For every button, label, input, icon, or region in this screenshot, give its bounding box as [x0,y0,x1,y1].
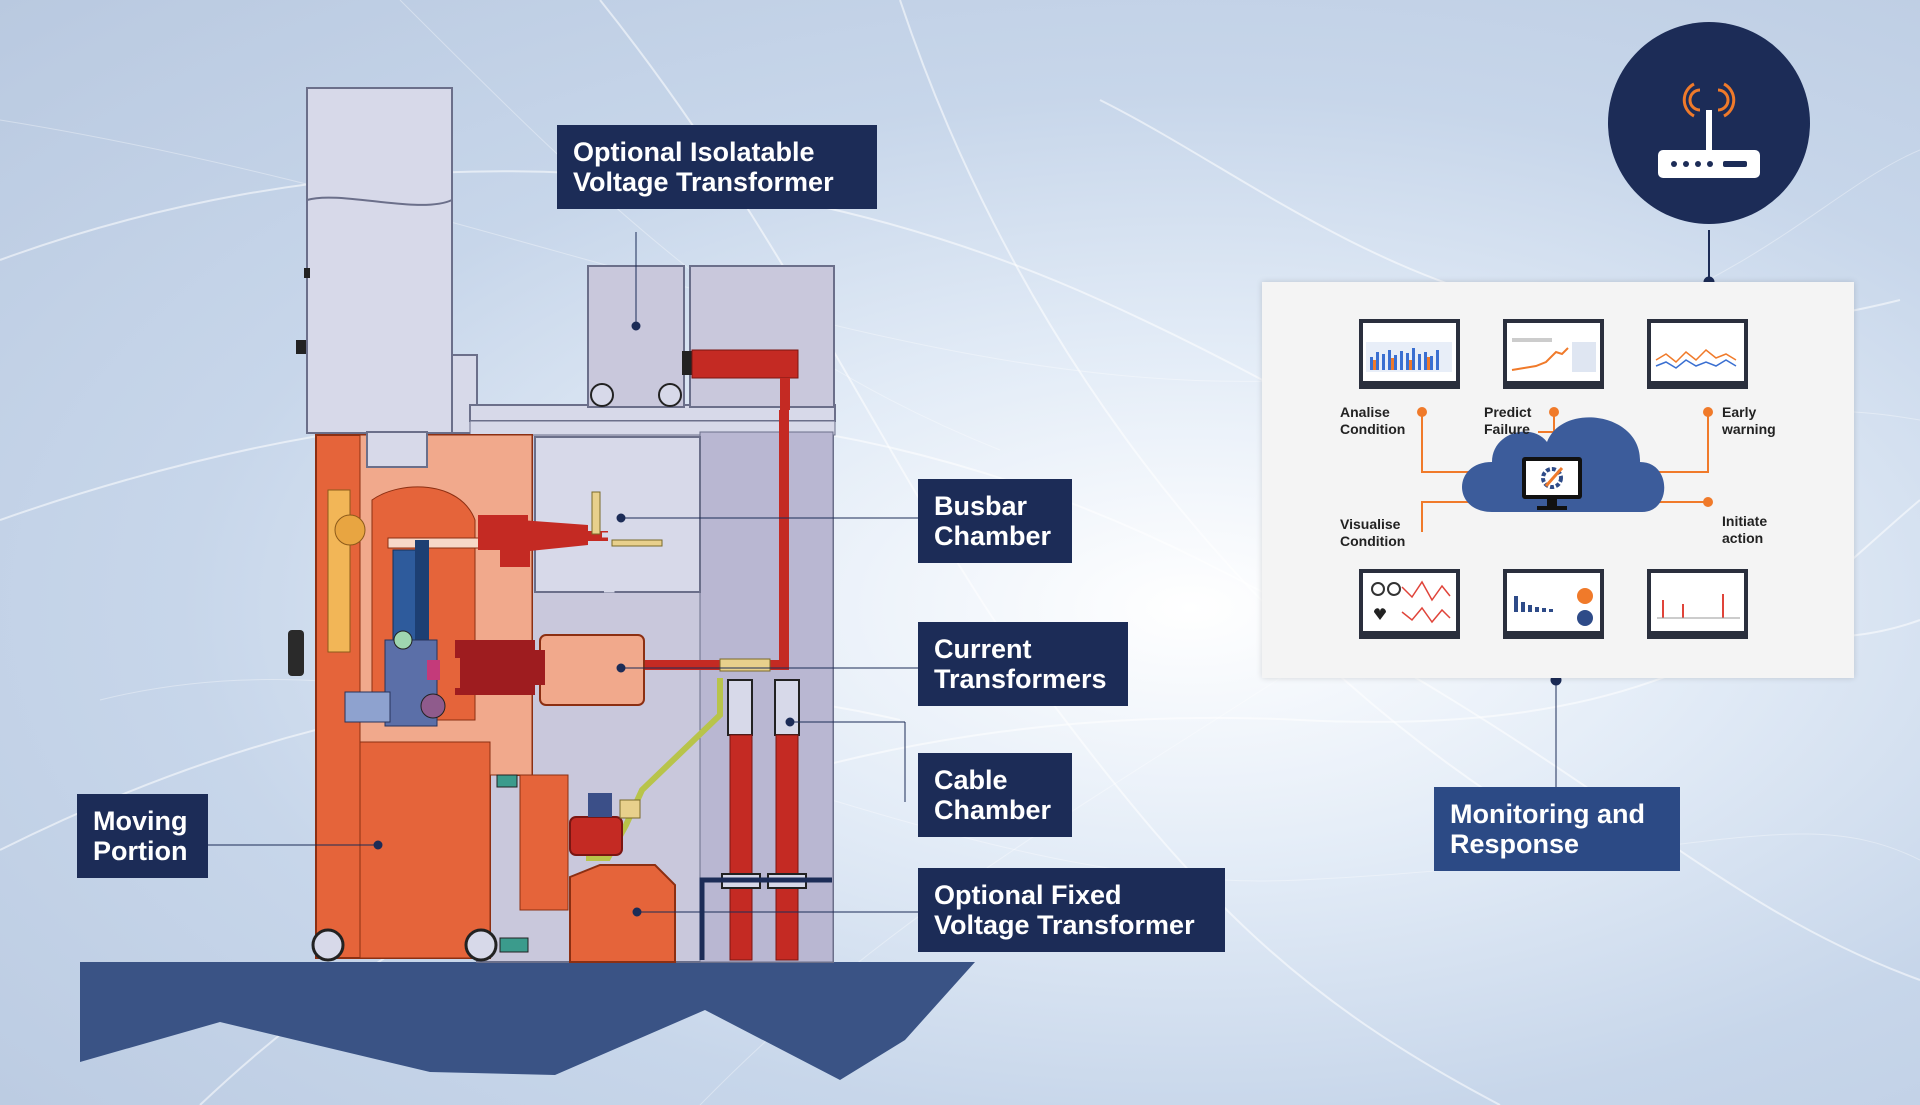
dashboard-screen-top-2 [1503,319,1604,389]
dashboard-screen-bottom-2 [1503,569,1604,639]
gear-monitor-icon [1522,457,1582,510]
router-badge [1608,22,1810,224]
low-voltage-compartment [306,87,453,434]
dashboard-screen-bottom-3 [1647,569,1748,639]
dashboard-screen-bottom-1 [1359,569,1460,639]
router-icon [1658,82,1760,178]
foundation-base [80,962,975,1080]
dashboard-screen-top-3 [1647,319,1748,389]
dashboard-screen-top-1 [1359,319,1460,389]
monitoring-graphics [1359,319,1748,639]
fixed-vt-body [569,864,676,963]
current-transformer-body [539,634,645,706]
busbar-chamber-box [534,436,701,593]
